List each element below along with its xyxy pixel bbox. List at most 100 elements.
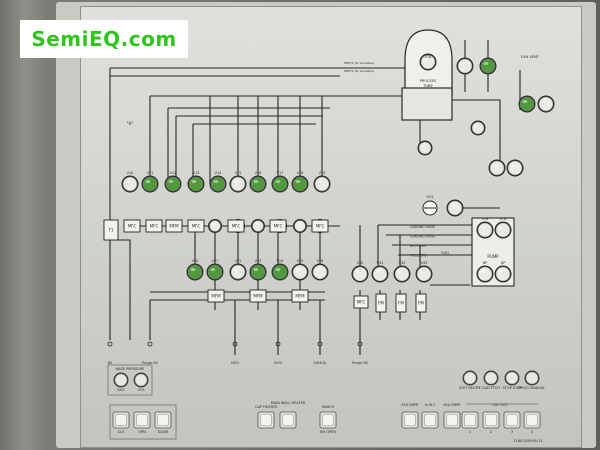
process-tube-button[interactable]: [419, 53, 437, 71]
button-label: CLS: [118, 430, 125, 434]
button-label: SLOW: [158, 430, 169, 434]
valve-row3-indicator[interactable]: [249, 263, 267, 281]
mfc-box: MFC: [123, 219, 141, 233]
hi-label: "H": [127, 121, 134, 126]
valve-indicator[interactable]: [488, 159, 506, 177]
valve-control-button[interactable]: [133, 411, 151, 429]
pump-button[interactable]: [494, 221, 512, 239]
valve-row3-indicator[interactable]: [271, 263, 289, 281]
line-label: LOADING VALVE: [410, 235, 435, 239]
step-control-button[interactable]: [524, 370, 540, 386]
valve-row1-indicator[interactable]: [249, 175, 267, 193]
exhaust-line-label: HEP72 (to scrubber): [344, 61, 374, 65]
valve-row1-indicator[interactable]: [313, 175, 331, 193]
main-v-button[interactable]: [319, 411, 337, 429]
valve-row1-indicator[interactable]: [164, 175, 182, 193]
valve-label: V25: [297, 259, 304, 263]
exhaust-line-label: HEP72 (to scrubber): [344, 69, 374, 73]
vent-valve-indicator[interactable]: [518, 95, 536, 113]
valve-row3-indicator[interactable]: [229, 263, 247, 281]
valve-label: STB: [482, 217, 489, 221]
valve-row1-indicator[interactable]: [209, 175, 227, 193]
valve-label: V12: [170, 171, 177, 175]
gauge-valve-indicator[interactable]: [446, 199, 464, 217]
valve-row1-indicator[interactable]: [229, 175, 247, 193]
valve-indicators: [107, 53, 555, 347]
flow-meter-box-label: FM: [378, 301, 384, 306]
mfc-box-label: MFC: [232, 224, 241, 229]
exh-control-button[interactable]: [421, 411, 439, 429]
valve-row1-indicator[interactable]: [141, 175, 159, 193]
mfc-box: MFC: [145, 219, 163, 233]
valve-right-indicator[interactable]: [371, 265, 389, 283]
wall-heater-button[interactable]: [279, 411, 297, 429]
base-pressure-button[interactable]: [113, 372, 129, 388]
pump-button[interactable]: [494, 265, 512, 283]
valve-control-button[interactable]: [112, 411, 130, 429]
valve-row1-indicator[interactable]: [121, 175, 139, 193]
valve-top-indicator[interactable]: [479, 57, 497, 75]
valve-right-indicator[interactable]: [415, 265, 433, 283]
mfc-box-label: MFC: [128, 224, 137, 229]
mfm-box-label: MFM: [295, 294, 305, 299]
inlet-port: [147, 341, 153, 347]
cap-heater-button[interactable]: [257, 411, 275, 429]
valve-mid-indicator[interactable]: [293, 219, 307, 233]
valve-label: V13: [193, 171, 200, 175]
vent-label: EXH VENT: [521, 55, 540, 59]
line-label: PRESSURE: [410, 254, 427, 258]
valve-label: V43: [421, 261, 428, 265]
cat-out-button[interactable]: [461, 411, 479, 429]
flow-meter-box: FM: [415, 293, 427, 313]
heater-label: CAP HEATER: [255, 405, 277, 409]
cat-out-button[interactable]: [482, 411, 500, 429]
valve-indicator[interactable]: [506, 159, 524, 177]
valve-row3-indicator[interactable]: [206, 263, 224, 281]
valve-right-indicator[interactable]: [393, 265, 411, 283]
valve-right-indicator[interactable]: [351, 265, 369, 283]
mfm-box: MFM: [207, 289, 225, 303]
mfc-box-label: MFM: [169, 224, 179, 229]
valve-row3-indicator[interactable]: [311, 263, 329, 281]
valve-row1-indicator[interactable]: [271, 175, 289, 193]
valve-row1-indicator[interactable]: [291, 175, 309, 193]
valve-control-button[interactable]: [154, 411, 172, 429]
valve-label: V20: [192, 259, 199, 263]
valve-row3-indicator[interactable]: [291, 263, 309, 281]
valve-indicator[interactable]: [417, 140, 433, 156]
valve-mid-indicator[interactable]: [208, 219, 222, 233]
inlet-label: Purge N2: [352, 361, 368, 365]
heater-label: MAIN WALL HEATER: [271, 401, 306, 405]
inlet-label: SiH4: [274, 361, 283, 365]
valve-row1-indicator[interactable]: [187, 175, 205, 193]
pump-button[interactable]: [476, 265, 494, 283]
step-control-button[interactable]: [462, 370, 478, 386]
step-control-button[interactable]: [504, 370, 520, 386]
inlet-port: [317, 341, 323, 347]
valve-top-indicator[interactable]: [456, 57, 474, 75]
pump-button[interactable]: [476, 221, 494, 239]
exh-control-button[interactable]: [401, 411, 419, 429]
step-control-button[interactable]: [483, 370, 499, 386]
valve-mid-indicator[interactable]: [251, 219, 265, 233]
mfc-box: MFM: [165, 219, 183, 233]
base-pressure-button[interactable]: [133, 372, 149, 388]
valve-indicator[interactable]: [470, 120, 486, 136]
valve-row3-indicator[interactable]: [186, 263, 204, 281]
vent-valve-indicator[interactable]: [537, 95, 555, 113]
button-label: OPN: [138, 430, 146, 434]
inlet-label: N2O: [231, 361, 239, 365]
valve-label: STB: [500, 217, 507, 221]
line-label: LOADING VALVE: [410, 225, 435, 229]
inlet-port: [232, 341, 238, 347]
valve-label: V10: [127, 171, 134, 175]
main-v-label: MAIN V: [322, 405, 335, 409]
cat-out-button[interactable]: [503, 411, 521, 429]
mfm-box-label: MFM: [253, 294, 263, 299]
exh-control-button[interactable]: [443, 411, 461, 429]
flow-meter-box-label: F1: [109, 228, 114, 233]
cat-out-button[interactable]: [523, 411, 541, 429]
valve-label: V22: [235, 259, 242, 263]
inlet-port: [275, 341, 281, 347]
